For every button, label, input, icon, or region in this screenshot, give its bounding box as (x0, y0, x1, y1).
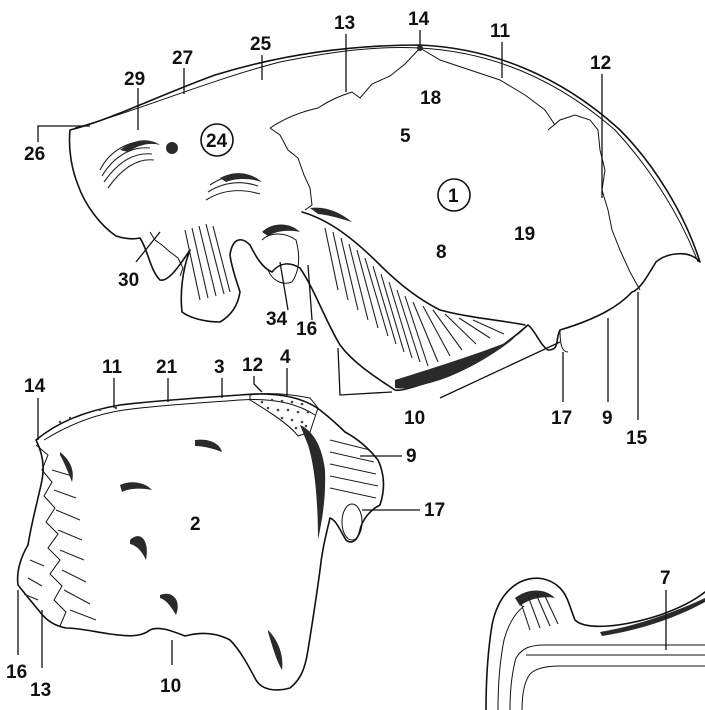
label-15: 15 (626, 428, 648, 449)
label-4: 4 (280, 347, 291, 368)
foramen-dot (166, 142, 178, 154)
lower-leader-lines (18, 368, 420, 668)
label-13-upper: 13 (334, 13, 355, 34)
label-14-lower: 14 (24, 376, 46, 397)
label-14-upper: 14 (408, 9, 430, 30)
label-5: 5 (400, 126, 411, 147)
label-30: 30 (118, 270, 139, 291)
label-10-upper: 10 (404, 408, 425, 429)
third-bone-labels: 7 (660, 568, 671, 589)
upper-bone-labels: 13 14 11 12 27 25 29 18 26 24 5 1 19 8 3… (24, 9, 648, 449)
upper-bone-drawing (69, 45, 700, 390)
label-18: 18 (420, 88, 441, 109)
third-bone-drawing (486, 578, 705, 710)
label-9-upper: 9 (602, 408, 613, 429)
label-34: 34 (266, 309, 288, 330)
label-24: 24 (206, 131, 228, 152)
lower-bone-outline (18, 394, 384, 690)
label-12-lower: 12 (242, 355, 263, 376)
label-16-lower: 16 (6, 662, 27, 683)
label-19: 19 (514, 224, 535, 245)
label-3: 3 (214, 357, 225, 378)
label-17-lower: 17 (424, 500, 445, 521)
lower-bone-labels: 14 11 21 3 12 4 9 17 2 16 13 10 (6, 347, 445, 701)
label-27: 27 (172, 48, 193, 69)
label-11-upper: 11 (490, 21, 511, 42)
label-25: 25 (250, 34, 272, 55)
label-11-lower: 11 (102, 357, 123, 378)
lower-bone-drawing (18, 394, 384, 690)
label-12-upper: 12 (590, 53, 611, 74)
label-9-lower: 9 (406, 446, 417, 467)
label-16-upper: 16 (296, 319, 317, 340)
label-21: 21 (156, 357, 178, 378)
label-26: 26 (24, 144, 45, 165)
upper-bone-outline (69, 45, 700, 390)
label-8: 8 (436, 242, 447, 263)
label-13-lower: 13 (30, 680, 51, 701)
label-10-lower: 10 (160, 676, 181, 697)
label-17-upper: 17 (551, 408, 572, 429)
label-2: 2 (190, 514, 201, 535)
label-1: 1 (448, 186, 459, 207)
label-7: 7 (660, 568, 671, 589)
label-29: 29 (124, 69, 145, 90)
